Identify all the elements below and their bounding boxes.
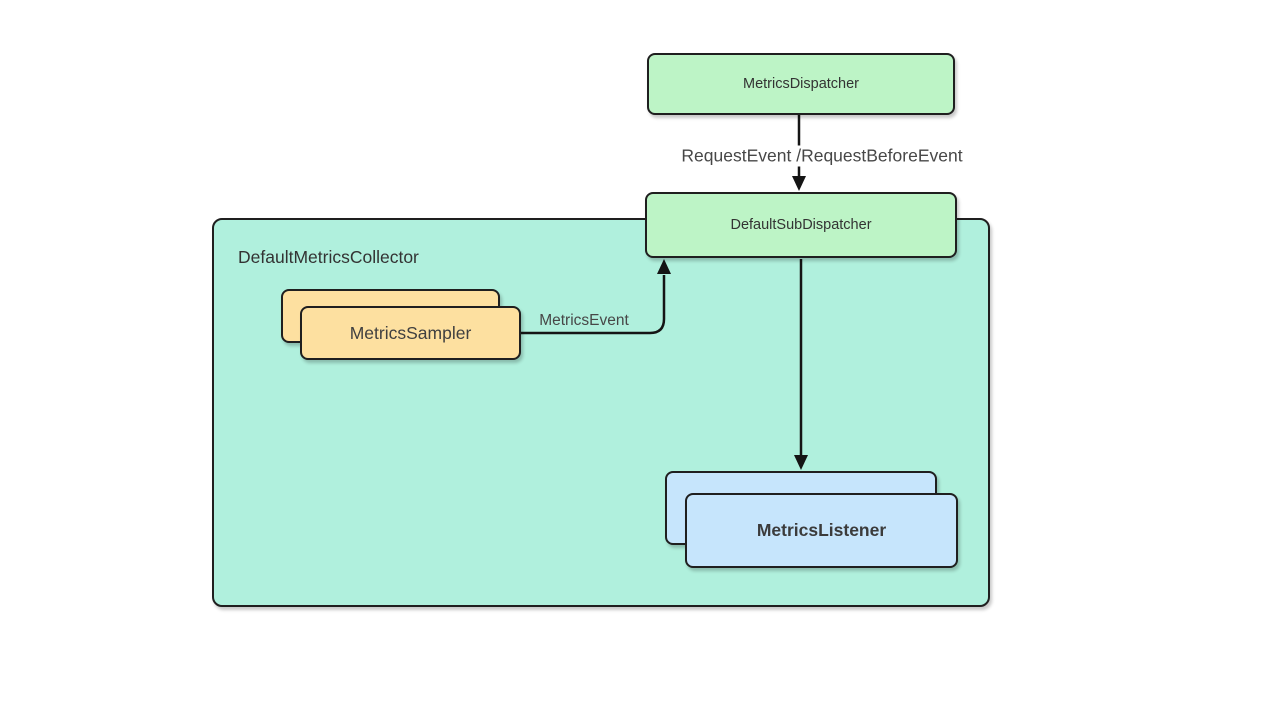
node-label-metrics-listener: MetricsListener bbox=[756, 520, 887, 540]
node-metrics-dispatcher: MetricsDispatcher bbox=[647, 53, 955, 115]
arrowhead-dispatcher-to-subdispatcher bbox=[792, 176, 806, 191]
node-metrics-sampler: MetricsSampler bbox=[300, 306, 521, 360]
node-label-default-sub-dispatcher: DefaultSubDispatcher bbox=[730, 217, 872, 233]
node-label-metrics-sampler: MetricsSampler bbox=[349, 322, 472, 343]
edge-label-request-event: RequestEvent /RequestBeforeEvent bbox=[678, 145, 966, 167]
node-default-sub-dispatcher: DefaultSubDispatcher bbox=[645, 192, 957, 258]
edge-label-metrics-event: MetricsEvent bbox=[539, 312, 629, 329]
group-title-default-metrics-collector: DefaultMetricsCollector bbox=[238, 247, 419, 267]
node-metrics-listener: MetricsListener bbox=[685, 493, 958, 568]
node-label-metrics-dispatcher: MetricsDispatcher bbox=[742, 76, 860, 92]
